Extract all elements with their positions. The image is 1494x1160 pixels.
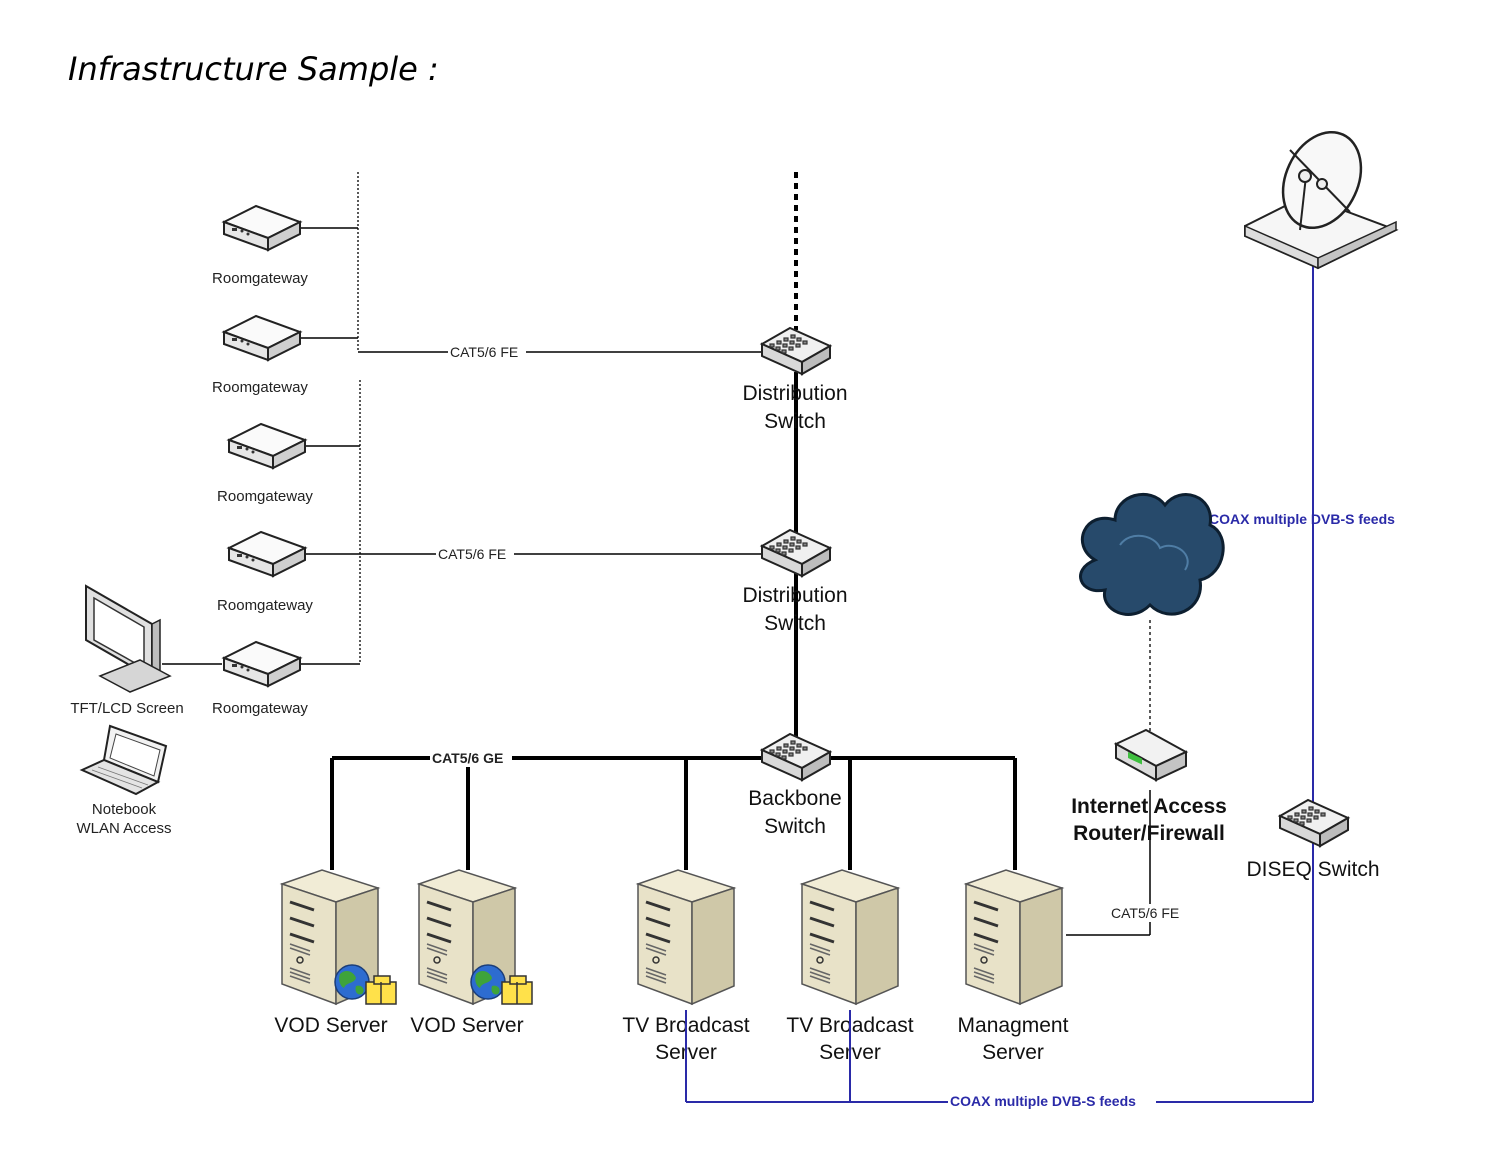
link-label-cat-ge: CAT5/6 GE [432, 750, 503, 766]
notebook-label-line2: WLAN Access [76, 820, 171, 837]
network-switch-icon [1279, 799, 1349, 847]
diseq-switch: DISEQ Switch [1246, 799, 1380, 881]
roomgateway-label: Roomgateway [212, 379, 308, 396]
tft-screen: TFT/LCD Screen [70, 584, 184, 717]
link-label-coax-bottom: COAX multiple DVB-S feeds [950, 1093, 1136, 1109]
link-label-coax-top: COAX multiple DVB-S feeds [1209, 511, 1395, 527]
server-tower-icon [800, 868, 900, 1006]
roomgateway-label: Roomgateway [217, 488, 313, 505]
management-server-label-line1: Managment [958, 1014, 1069, 1037]
roomgateway-box-icon [223, 641, 301, 687]
network-switch-icon [761, 733, 831, 781]
tft-screen-label: TFT/LCD Screen [70, 700, 183, 717]
page-title: Infrastructure Sample : [68, 50, 439, 88]
roomgateway-box-icon [223, 315, 301, 361]
roomgateway-1: Roomgateway [212, 205, 308, 287]
backbone-switch-label-line1: Backbone [748, 787, 841, 810]
network-switch-icon [761, 529, 831, 577]
roomgateway-label: Roomgateway [217, 597, 313, 614]
internet-cloud-icon [1079, 492, 1225, 616]
roomgateway-4: Roomgateway [217, 531, 313, 614]
server-tower-icon [636, 868, 736, 1006]
internet-router: Internet Access Router/Firewall [1071, 728, 1227, 845]
internet-router-label-line1: Internet Access [1071, 795, 1227, 818]
roomgateway-box-icon [228, 531, 306, 577]
roomgateway-2: Roomgateway [212, 315, 308, 396]
link-labels: CAT5/6 FE CAT5/6 FE CAT5/6 GE CAT5/6 FE … [430, 343, 1395, 1111]
lcd-monitor-icon [85, 584, 172, 693]
notebook: Notebook WLAN Access [76, 724, 172, 837]
link-label-cat-fe-1: CAT5/6 FE [450, 344, 518, 360]
internet-router-label-line2: Router/Firewall [1073, 822, 1225, 845]
link-label-cat-fe-2: CAT5/6 FE [438, 546, 506, 562]
distribution-switch-2-label-line2: Switch [764, 612, 826, 635]
satellite-dish-icon [1244, 130, 1399, 270]
management-server-label-line2: Server [982, 1041, 1044, 1064]
roomgateway-box-icon [228, 423, 306, 469]
roomgateway-label: Roomgateway [212, 270, 308, 287]
notebook-label-line1: Notebook [92, 801, 157, 818]
distribution-switch-1: Distribution Switch [742, 327, 848, 433]
roomgateway-3: Roomgateway [217, 423, 313, 505]
distribution-switch-1-label-line2: Switch [764, 410, 826, 433]
coax-overlay [685, 1010, 851, 1102]
vod-server-2-label: VOD Server [410, 1014, 523, 1037]
management-server: Managment Server [958, 868, 1069, 1064]
laptop-icon [79, 724, 168, 796]
server-tower-icon [964, 868, 1064, 1006]
backbone-switch: Backbone Switch [748, 733, 842, 838]
roomgateway-label: Roomgateway [212, 700, 308, 717]
link-label-cat-fe-router: CAT5/6 FE [1111, 905, 1179, 921]
diseq-switch-label: DISEQ Switch [1246, 858, 1379, 881]
roomgateway-5: Roomgateway [212, 641, 308, 717]
router-icon [1113, 728, 1189, 782]
network-switch-icon [761, 327, 831, 375]
backbone-switch-label-line2: Switch [764, 815, 826, 838]
vod-server-2: VOD Server [410, 868, 533, 1037]
distribution-switch-2-label-line1: Distribution [742, 584, 847, 607]
roomgateway-box-icon [223, 205, 301, 251]
distribution-switch-1-label-line1: Distribution [742, 382, 847, 405]
distribution-switch-2: Distribution Switch [742, 529, 848, 635]
vod-server-1-label: VOD Server [274, 1014, 387, 1037]
vod-server-1: VOD Server [274, 868, 397, 1037]
